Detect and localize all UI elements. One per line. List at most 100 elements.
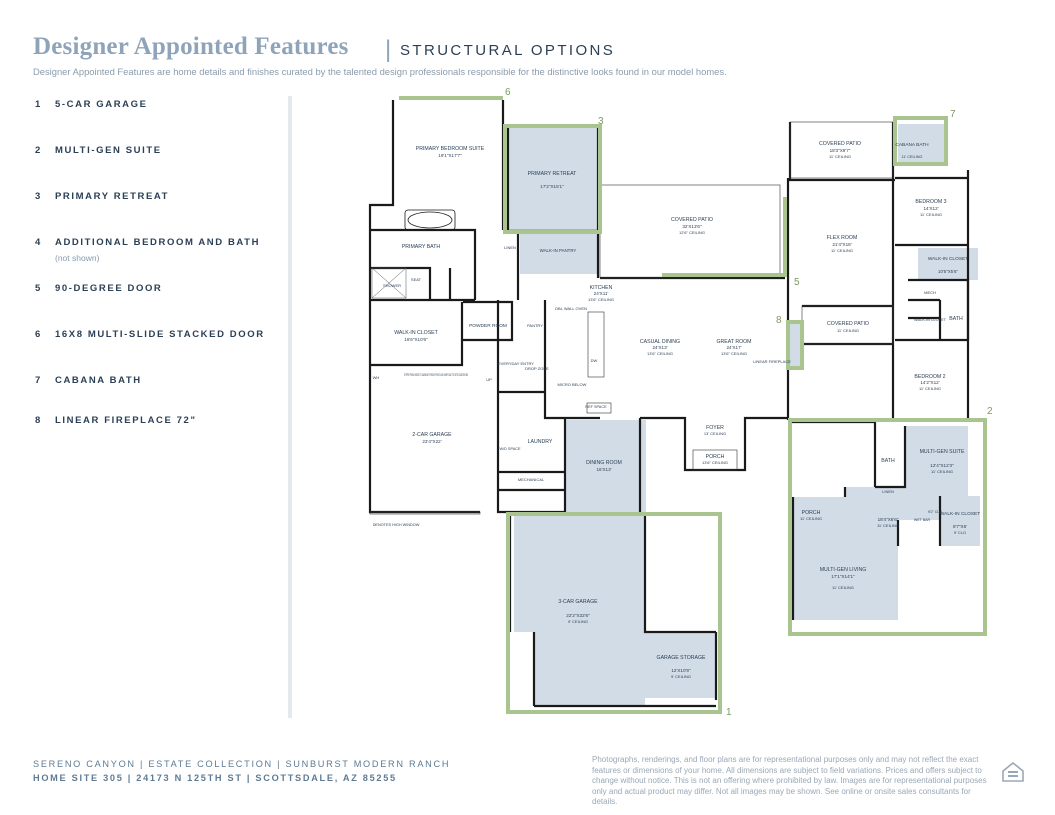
callout-6: 6 — [505, 87, 511, 98]
room-name: PORCH — [706, 454, 725, 460]
room-ceiling: 11' CEILING — [829, 154, 851, 159]
plan-notes: STEPS FROM HOME TO GARAGE/ PORCH/ PATIO … — [373, 373, 468, 527]
room-name: CASUAL DINING — [640, 339, 680, 345]
feature-label: ADDITIONAL BEDROOM AND BATH — [55, 237, 261, 248]
room-name: WALK-IN PANTRY — [540, 248, 577, 253]
room-name: FOYER — [706, 425, 724, 431]
feature-number: 5 — [35, 283, 42, 294]
room-name: LINEN — [882, 489, 894, 494]
room-name: WALK-IN CLOSET — [940, 511, 980, 517]
room-name: BEDROOM 3 — [915, 199, 946, 205]
footer-address: HOME SITE 305 | 24173 N 125TH ST | SCOTT… — [33, 773, 397, 783]
room-dims: 16'6"X10'6" — [404, 337, 428, 342]
room-name: SHOWER — [383, 283, 401, 288]
page-description: Designer Appointed Features are home det… — [33, 66, 727, 77]
high-window-note: DENOTES HIGH WINDOW — [373, 523, 420, 527]
room-ceiling: 11' CEILING — [920, 212, 942, 217]
room-ceiling: 9' CLG — [954, 530, 966, 535]
room-dims: 12'4"X12'3" — [930, 463, 954, 468]
feature-number: 7 — [35, 375, 42, 386]
room-name: FLEX ROOM — [827, 235, 858, 241]
room-name: CABANA BATH — [895, 142, 929, 148]
room-name: W/D SPACE — [499, 447, 520, 451]
callout-1: 1 — [726, 707, 732, 718]
room-dims: 10'5"X5'6" — [938, 269, 958, 274]
room-name: DROP ZONE — [525, 366, 549, 371]
room-ceiling: 11' CEILING — [931, 469, 953, 474]
callout-7: 7 — [950, 109, 956, 120]
room-name: WALK-IN CLOSET — [394, 330, 438, 336]
room-dims: 8'7"X6' — [953, 524, 967, 529]
callout-3: 3 — [598, 116, 604, 127]
room-ceiling: 11' CEILING — [831, 248, 853, 253]
room-name: COVERED PATIO — [819, 141, 861, 147]
room-dims: 16'X13' — [596, 467, 611, 472]
room-name: 3-CAR GARAGE — [558, 599, 598, 605]
room-dims: 18'4"X6'6" — [878, 517, 899, 522]
page-subtitle: STRUCTURAL OPTIONS — [400, 42, 616, 59]
feature-number: 3 — [35, 191, 42, 202]
feature-number: 6 — [35, 329, 42, 340]
room-ceiling: 12'6" CEILING — [679, 230, 705, 235]
room-name: KITCHEN — [590, 285, 613, 291]
footer-disclaimer: Photographs, renderings, and floor plans… — [592, 755, 987, 807]
room-name: LINEAR FIREPLACE — [753, 359, 791, 364]
page-title: Designer Appointed Features — [33, 33, 349, 60]
room-dims: 12'X10'9" — [671, 668, 691, 673]
room-dims: 14'X12' — [923, 206, 938, 211]
room-ceiling: 11' CEILING — [919, 386, 941, 391]
room-ceiling: 13'6" CEILING — [647, 351, 673, 356]
room-dims: 23'4"X22' — [422, 439, 441, 444]
room-ceiling: 13'6" CEILING — [588, 297, 614, 302]
footer-community: SERENO CANYON | ESTATE COLLECTION | SUNB… — [33, 759, 451, 769]
room-ceiling: 13' CEILING — [704, 431, 726, 436]
room-name: PANTRY — [527, 323, 543, 328]
room-ceiling: 9' CEILING — [671, 674, 691, 679]
room-ceiling: 11' CEILING — [902, 155, 923, 159]
room-name: MULTI-GEN LIVING — [820, 567, 867, 573]
room-dims: 32'X13'6" — [682, 224, 702, 229]
room-ceiling: 11' CEILING — [837, 328, 859, 333]
room-labels: PRIMARY BEDROOM SUITE 19'1"X17'7" PRIMAR… — [373, 141, 981, 679]
room-name: MICRO BELOW — [558, 382, 587, 387]
room-dims: 19'1"X17'7" — [438, 153, 462, 158]
room-name: WALK-IN CLOSET — [914, 318, 947, 322]
room-name: GREAT ROOM — [717, 339, 752, 345]
room-dims: 24'X13' — [652, 345, 667, 350]
room-name: UP — [486, 377, 492, 382]
callout-2: 2 — [987, 406, 993, 417]
room-name: MULTI-GEN SUITE — [920, 449, 965, 455]
room-name: MECH — [924, 290, 936, 295]
equal-housing-opportunity-icon — [1002, 761, 1024, 782]
feature-label: 16X8 MULTI-SLIDE STACKED DOOR — [55, 329, 265, 340]
title-separator: | — [385, 36, 392, 63]
room-name: EVERYDAY ENTRY — [498, 361, 534, 366]
room-name: REF SPACE — [585, 405, 607, 409]
room-name: LINEN — [504, 245, 516, 250]
room-name: WET BAR — [914, 518, 931, 522]
room-name: 2-CAR GARAGE — [412, 432, 452, 438]
room-name: POWDER ROOM — [469, 323, 507, 329]
room-name: DINING ROOM — [586, 460, 622, 466]
room-ceiling: 9' CEILING — [568, 619, 588, 624]
room-dims: 21'4"X18' — [832, 242, 851, 247]
room-dims: 14'2"X12' — [920, 380, 939, 385]
option-highlights — [399, 96, 987, 714]
room-name: BATH — [881, 458, 895, 464]
room-ceiling: 11' CEILING — [800, 516, 822, 521]
room-dims: 18'3"X9'7" — [830, 148, 851, 153]
feature-note: (not shown) — [55, 253, 100, 263]
room-ceiling: 11' CEILING — [877, 523, 899, 528]
room-name: MECHANICAL — [518, 477, 545, 482]
room-dims: 17'1"X14'1" — [831, 574, 855, 579]
room-name: SEAT — [411, 277, 422, 282]
room-dims: 22'2"X32'6" — [566, 613, 590, 618]
callout-8: 8 — [776, 315, 782, 326]
room-dims: 24'X11' — [594, 291, 609, 296]
feature-number: 1 — [35, 99, 42, 110]
feature-label: PRIMARY RETREAT — [55, 191, 170, 202]
feature-number: 2 — [35, 145, 42, 156]
room-ceiling: 13'6" CEILING — [702, 460, 728, 465]
room-name: COVERED PATIO — [827, 321, 869, 327]
feature-label: CABANA BATH — [55, 375, 142, 386]
